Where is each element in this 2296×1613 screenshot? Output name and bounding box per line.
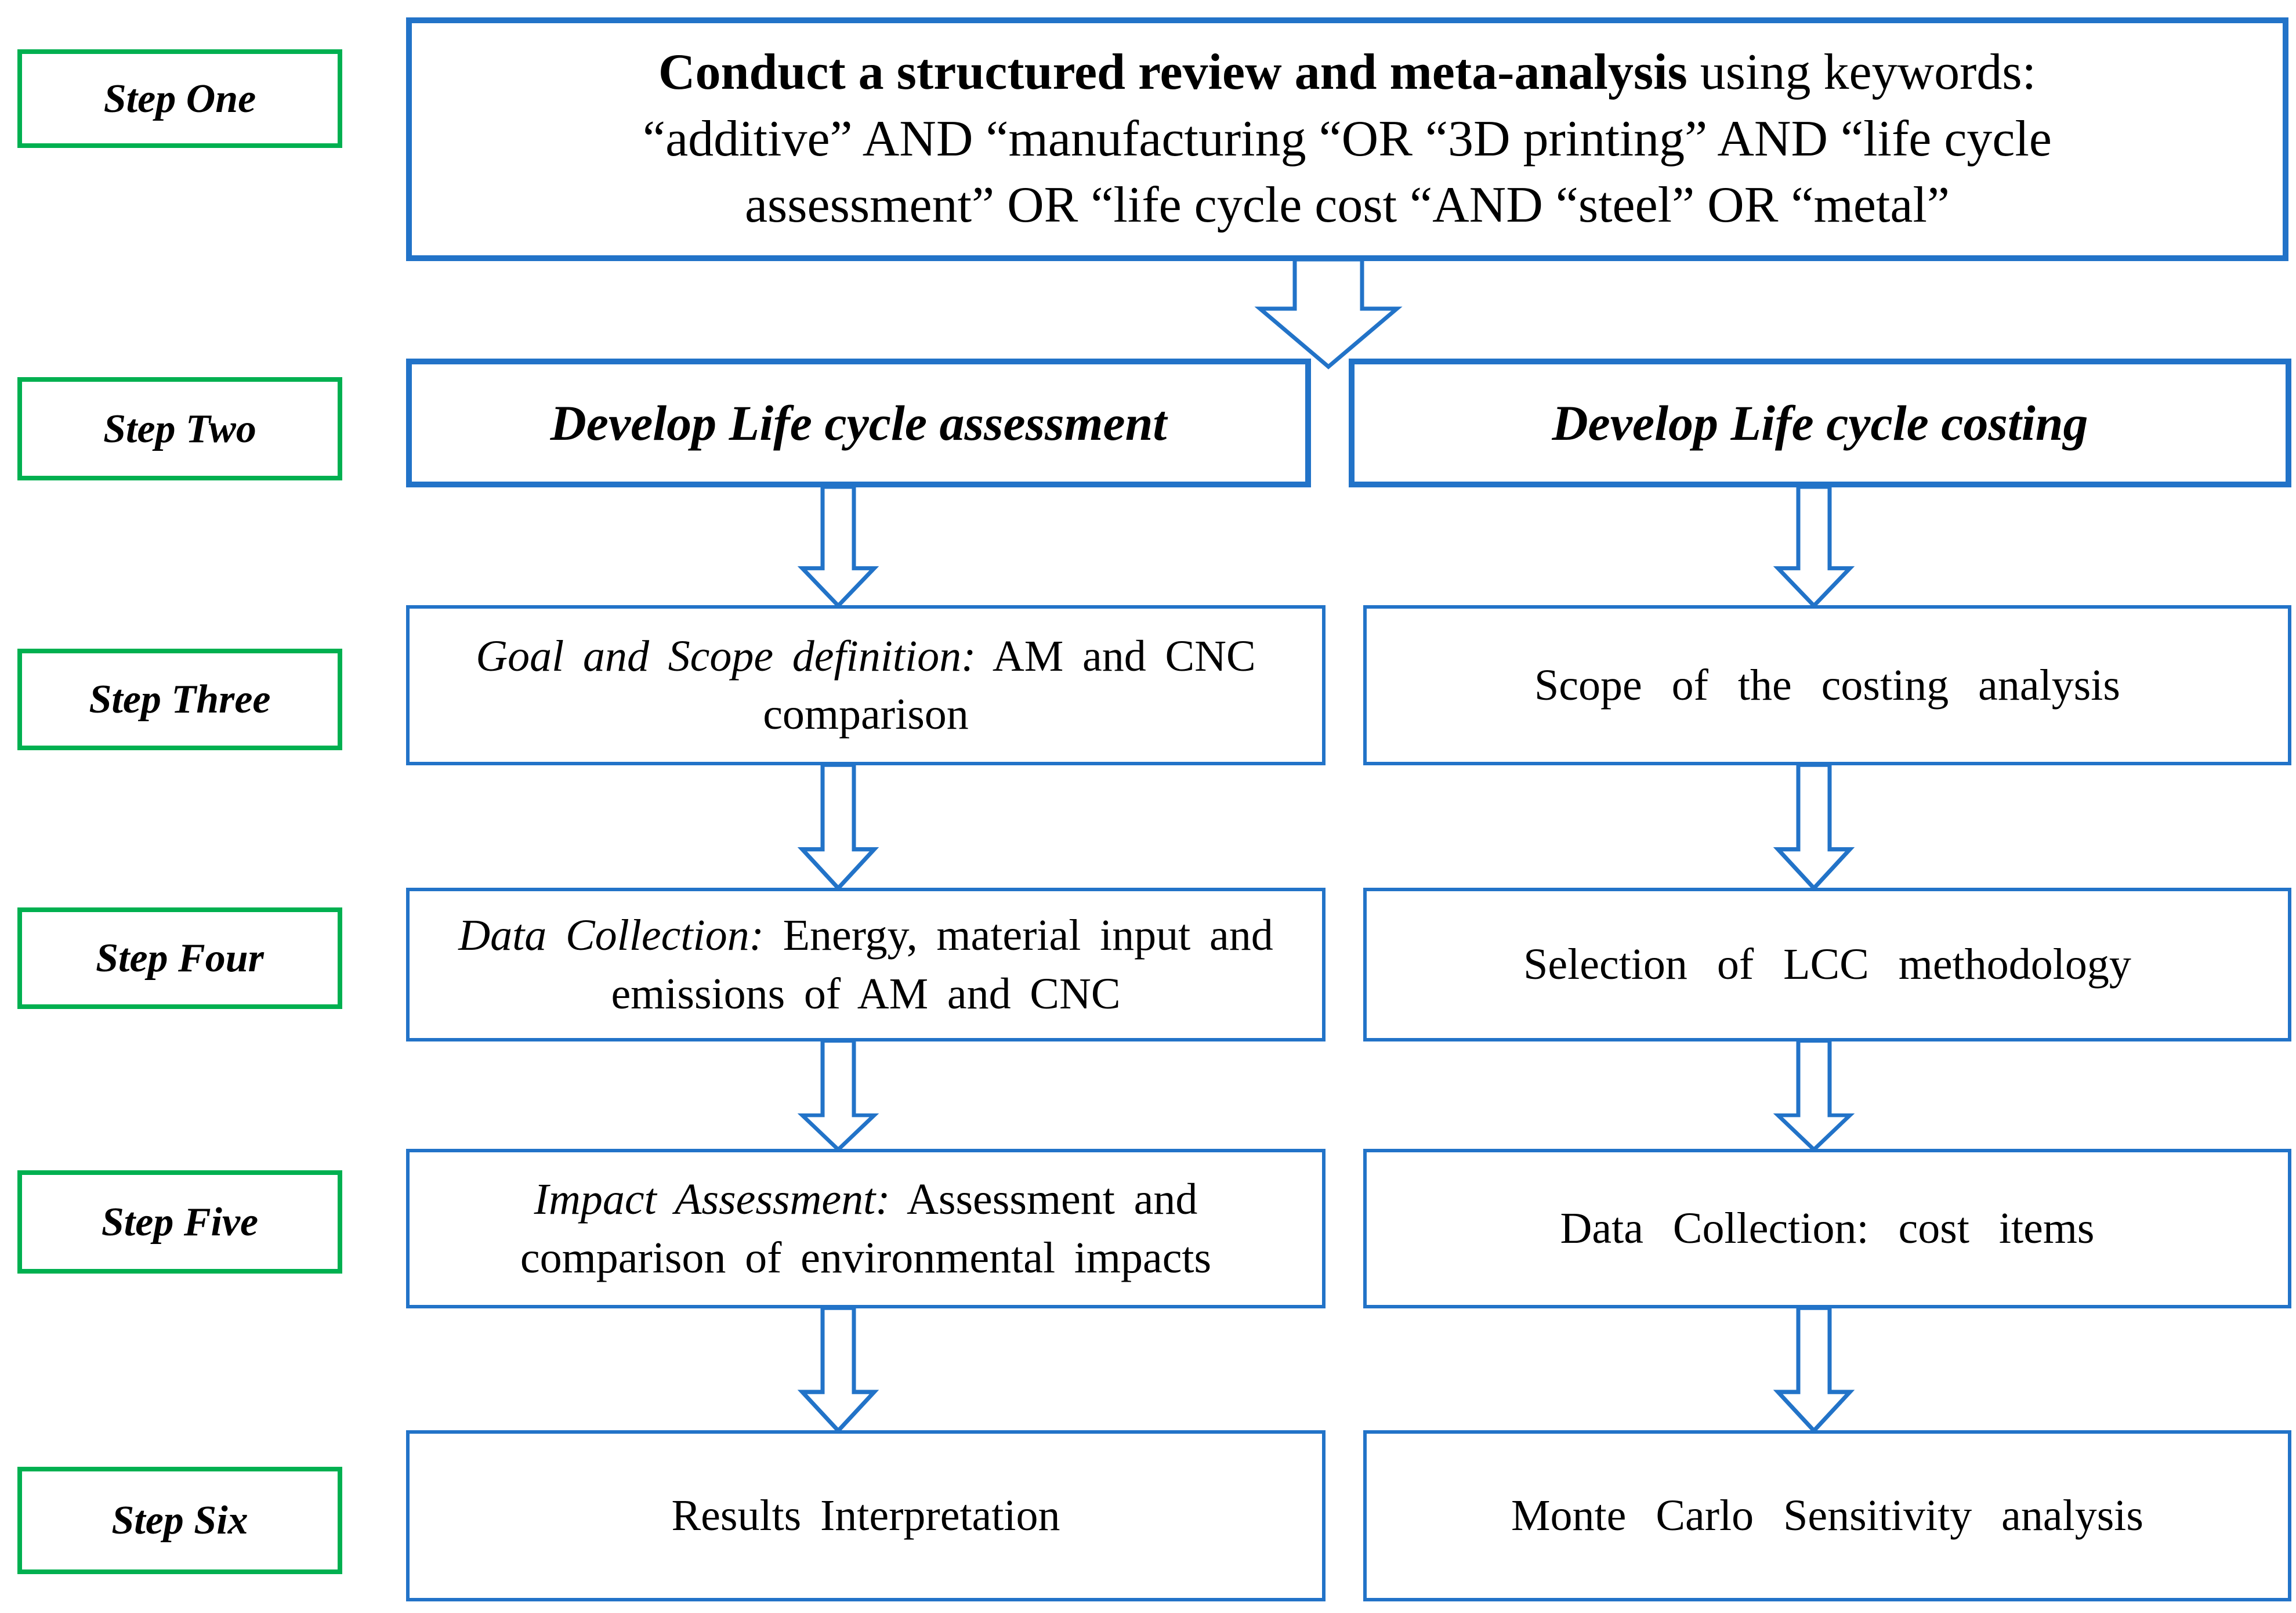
lca-header-text: Develop Life cycle assessment <box>550 395 1167 451</box>
step-three-label-box: Step Three <box>17 649 342 750</box>
lca-header-box: Develop Life cycle assessment <box>406 359 1311 487</box>
down-arrow-lcc-5-6 <box>1773 1305 1855 1434</box>
lcc-cost-items-text: Data Collection: cost items <box>1560 1204 2095 1253</box>
review-keywords-box: Conduct a structured review and meta-ana… <box>406 17 2288 261</box>
step-six-label: Step Six <box>111 1498 248 1543</box>
lcc-monte-carlo-text: Monte Carlo Sensitivity analysis <box>1511 1491 2144 1540</box>
lca-impact-assessment-lead: Impact Assessment: <box>534 1175 890 1224</box>
down-arrow-lca-5-6 <box>797 1305 879 1434</box>
step-four-label: Step Four <box>96 936 264 981</box>
lcc-cost-items-box: Data Collection: cost items <box>1363 1149 2291 1308</box>
lca-data-collection-text: Data Collection: Energy, material input … <box>410 906 1322 1023</box>
step-two-label: Step Two <box>103 406 256 451</box>
down-arrow-lca-2-3 <box>797 484 879 609</box>
down-arrow-lca-4-5 <box>797 1039 879 1152</box>
down-arrow-lcc-3-4 <box>1773 762 1855 892</box>
step-three-label: Step Three <box>89 677 271 722</box>
step-five-label: Step Five <box>101 1199 259 1245</box>
lca-results-text: Results Interpretation <box>671 1491 1060 1540</box>
lcc-header-box: Develop Life cycle costing <box>1349 359 2291 487</box>
step-four-label-box: Step Four <box>17 907 342 1009</box>
lca-goal-scope-lead: Goal and Scope definition: <box>476 631 976 681</box>
lca-goal-scope-box: Goal and Scope definition: AM and CNC co… <box>406 605 1326 765</box>
review-rest-text: using keywords: <box>1687 44 2037 101</box>
lca-impact-assessment-rest: Assessment and comparison of environment… <box>520 1175 1212 1282</box>
review-keywords-line2: “additive” AND “manufacturing “OR “3D pr… <box>643 110 2052 167</box>
lcc-header-text: Develop Life cycle costing <box>1552 395 2088 451</box>
review-bold-text: Conduct a structured review and meta-ana… <box>658 44 1687 101</box>
lcc-methodology-box: Selection of LCC methodology <box>1363 888 2291 1041</box>
lcc-methodology-text: Selection of LCC methodology <box>1523 940 2131 989</box>
review-keywords-line3: assessment” OR “life cycle cost “AND “st… <box>745 177 1950 234</box>
lcc-scope-box: Scope of the costing analysis <box>1363 605 2291 765</box>
lca-impact-assessment-text: Impact Assessment: Assessment and compar… <box>410 1170 1322 1287</box>
lcc-scope-text: Scope of the costing analysis <box>1534 660 2120 710</box>
lca-data-collection-rest: Energy, material input and emissions of … <box>611 911 1273 1018</box>
step-six-label-box: Step Six <box>17 1467 342 1574</box>
down-arrow-lcc-2-3 <box>1773 484 1855 609</box>
review-keywords-text: Conduct a structured review and meta-ana… <box>412 39 2283 238</box>
lca-goal-scope-text: Goal and Scope definition: AM and CNC co… <box>410 627 1322 744</box>
down-arrow-title-to-step2 <box>1254 257 1403 370</box>
lca-results-box: Results Interpretation <box>406 1430 1326 1601</box>
step-five-label-box: Step Five <box>17 1170 342 1274</box>
lca-goal-scope-rest: AM and CNC comparison <box>763 631 1256 739</box>
step-two-label-box: Step Two <box>17 377 342 480</box>
lcc-monte-carlo-box: Monte Carlo Sensitivity analysis <box>1363 1430 2291 1601</box>
down-arrow-lca-3-4 <box>797 762 879 892</box>
step-one-label: Step One <box>103 76 256 121</box>
lca-data-collection-lead: Data Collection: <box>458 911 764 960</box>
review-keywords-line1: Conduct a structured review and meta-ana… <box>412 39 2283 106</box>
down-arrow-lcc-4-5 <box>1773 1039 1855 1152</box>
lca-impact-assessment-box: Impact Assessment: Assessment and compar… <box>406 1149 1326 1308</box>
lca-data-collection-box: Data Collection: Energy, material input … <box>406 888 1326 1041</box>
step-one-label-box: Step One <box>17 49 342 148</box>
